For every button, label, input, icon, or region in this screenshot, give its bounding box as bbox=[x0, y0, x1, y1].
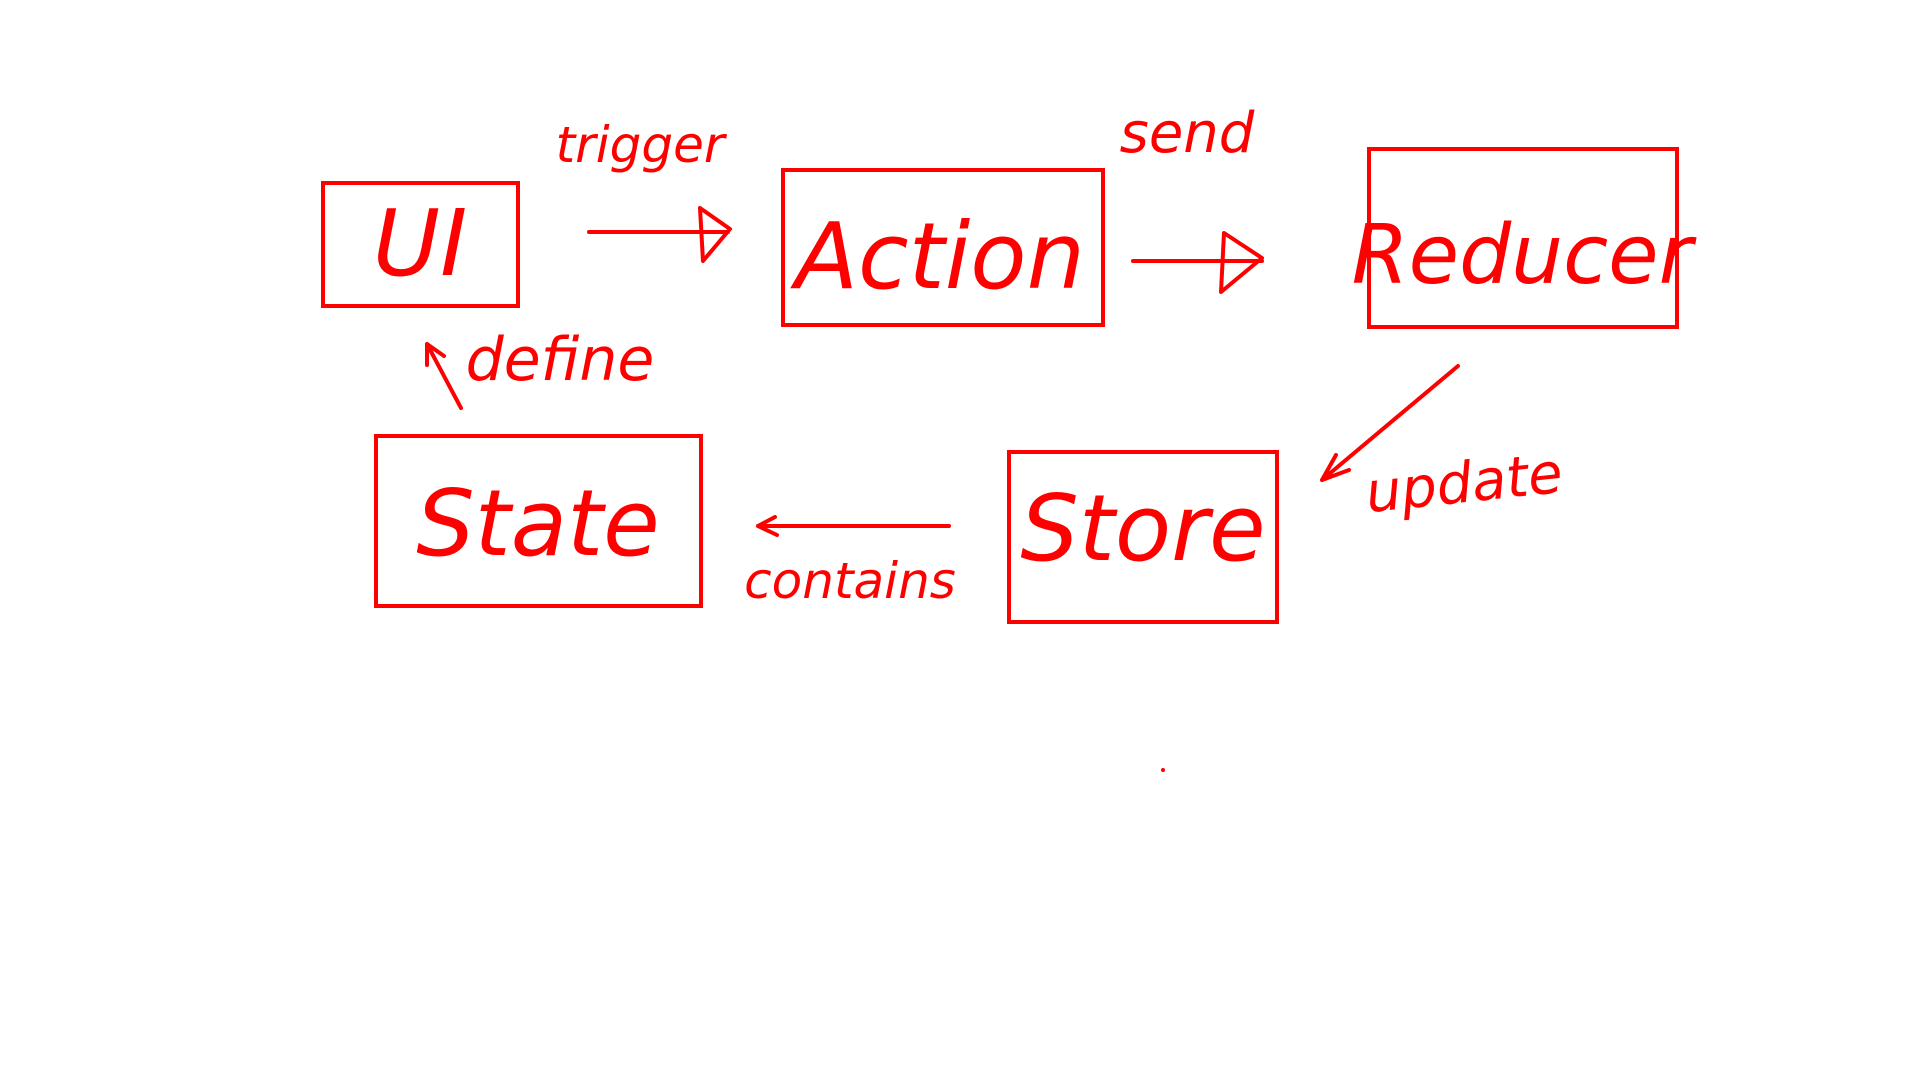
node-store-label: Store bbox=[1020, 475, 1265, 582]
node-action: Action bbox=[781, 168, 1105, 327]
node-store: Store bbox=[1007, 450, 1279, 624]
edge-ui-action-label: trigger bbox=[556, 116, 728, 174]
edge-action-reducer-label: send bbox=[1120, 101, 1255, 166]
edge-store-state-arrow bbox=[756, 515, 951, 537]
edge-action-reducer-arrow bbox=[1131, 231, 1264, 294]
edge-reducer-store-label: update bbox=[1363, 441, 1566, 526]
edge-state-ui-arrow bbox=[425, 342, 463, 410]
node-state-label: State bbox=[416, 470, 660, 577]
edge-state-ui-label: define bbox=[466, 325, 655, 395]
edge-state-ui: define bbox=[425, 325, 655, 410]
node-store-box bbox=[1007, 450, 1279, 624]
node-reducer-box bbox=[1367, 147, 1679, 329]
edge-reducer-store-arrow bbox=[1320, 364, 1460, 482]
node-state-box bbox=[374, 434, 703, 608]
edge-ui-action: trigger bbox=[556, 116, 732, 263]
edge-store-state: contains bbox=[744, 515, 956, 610]
edge-ui-action-arrow bbox=[587, 206, 732, 263]
node-ui-box bbox=[321, 181, 520, 308]
node-ui: UI bbox=[321, 181, 520, 308]
edge-action-reducer: send bbox=[1120, 101, 1264, 294]
edge-store-state-label: contains bbox=[744, 552, 956, 610]
node-ui-label: UI bbox=[373, 190, 467, 297]
node-reducer-label: Reducer bbox=[1352, 208, 1697, 303]
stray-dot bbox=[1161, 768, 1165, 772]
node-action-box bbox=[781, 168, 1105, 327]
node-action-label: Action bbox=[790, 203, 1085, 310]
node-state: State bbox=[374, 434, 703, 608]
node-reducer: Reducer bbox=[1352, 147, 1697, 329]
edge-reducer-store: update bbox=[1320, 364, 1566, 526]
